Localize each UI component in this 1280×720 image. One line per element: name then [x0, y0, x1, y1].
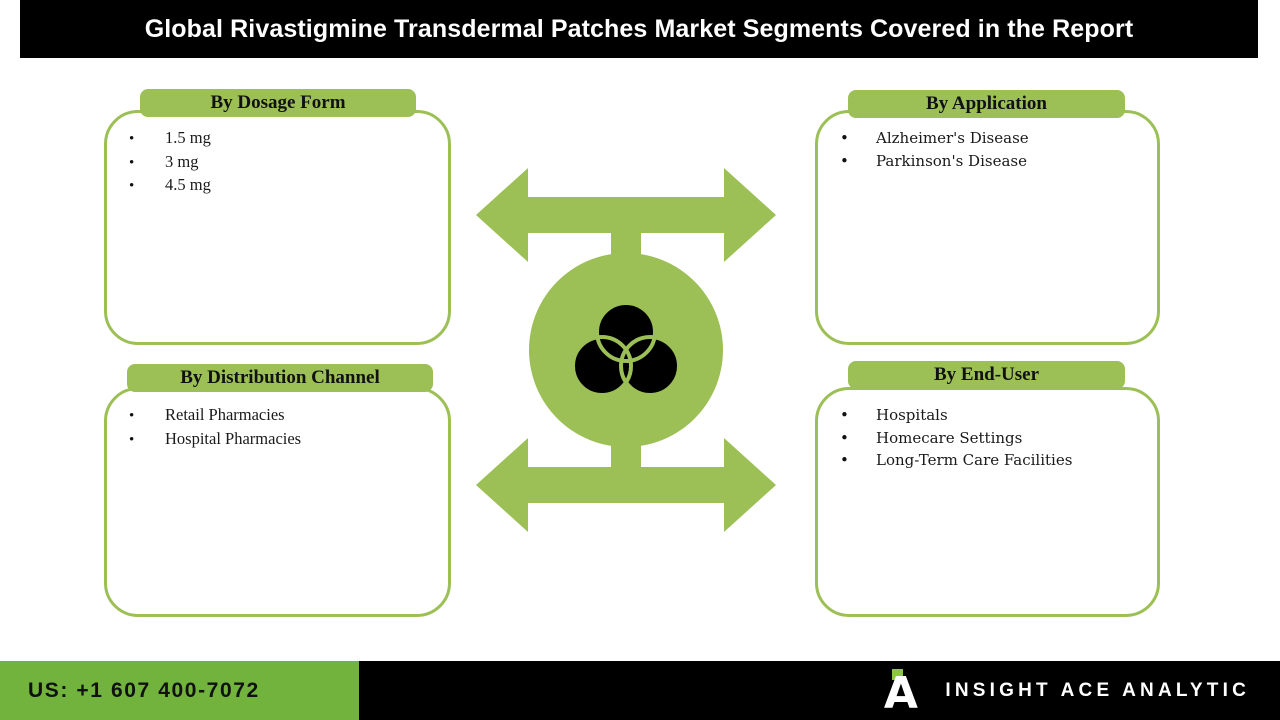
bullet-icon: • [840, 406, 849, 424]
footer-contact-bar: US: +1 607 400-7072 [0, 661, 359, 720]
panel-application: • Alzheimer's Disease • Parkinson's Dise… [815, 110, 1160, 345]
list-item-label: Hospital Pharmacies [165, 428, 302, 448]
venn-diagram-icon [476, 168, 776, 532]
bullet-icon: • [129, 408, 135, 424]
panel-title-end-user: By End-User [848, 361, 1125, 389]
list-item: • Retail Pharmacies [129, 404, 434, 428]
list-item-label: Parkinson's Disease [876, 151, 1027, 170]
brand-logo: A INSIGHT ACE ANALYTIC [879, 667, 1250, 719]
bullet-icon: • [129, 154, 135, 171]
center-graphic [466, 155, 786, 545]
list-item-label: Long-Term Care Facilities [876, 451, 1073, 469]
list-item: • Parkinson's Disease [840, 150, 1143, 173]
list-item: • Hospital Pharmacies [129, 428, 434, 452]
bullet-icon: • [129, 431, 135, 448]
list-item: • Long-Term Care Facilities [840, 449, 1143, 472]
bullet-icon: • [840, 129, 849, 147]
list-item-label: 4.5 mg [165, 175, 211, 194]
list-application: • Alzheimer's Disease • Parkinson's Dise… [840, 127, 1143, 172]
list-item: • 4.5 mg [129, 174, 434, 198]
bullet-icon: • [129, 131, 135, 147]
panel-distribution-channel: • Retail Pharmacies • Hospital Pharmacie… [104, 387, 451, 617]
list-item-label: Hospitals [876, 406, 948, 424]
list-item-label: Retail Pharmacies [165, 405, 285, 424]
list-item-label: Alzheimer's Disease [876, 129, 1029, 147]
panel-end-user: • Hospitals • Homecare Settings • Long-T… [815, 387, 1160, 617]
bullet-icon: • [840, 451, 849, 469]
footer-phone-number: US: +1 607 400-7072 [28, 678, 260, 702]
list-item: • Alzheimer's Disease [840, 127, 1143, 150]
list-item-label: 1.5 mg [165, 128, 211, 147]
list-dosage-form: • 1.5 mg • 3 mg • 4.5 mg [129, 127, 434, 198]
panel-title-dosage-form: By Dosage Form [140, 89, 416, 117]
panel-title-distribution-channel: By Distribution Channel [127, 364, 433, 392]
list-item: • 1.5 mg [129, 127, 434, 151]
list-end-user: • Hospitals • Homecare Settings • Long-T… [840, 404, 1143, 472]
panel-dosage-form: • 1.5 mg • 3 mg • 4.5 mg [104, 110, 451, 345]
brand-name: INSIGHT ACE ANALYTIC [945, 679, 1250, 701]
bullet-icon: • [129, 178, 135, 194]
list-item: • Hospitals [840, 404, 1143, 427]
logo-square-icon [892, 668, 904, 680]
bullet-icon: • [840, 428, 849, 447]
logo-letter: A [883, 667, 918, 719]
list-item-label: Homecare Settings [876, 428, 1023, 447]
list-item-label: 3 mg [165, 151, 199, 171]
logo-mark-icon: A [879, 667, 921, 719]
list-item: • 3 mg [129, 151, 434, 175]
panel-title-application: By Application [848, 90, 1125, 118]
list-distribution-channel: • Retail Pharmacies • Hospital Pharmacie… [129, 404, 434, 451]
venn-circles [571, 301, 681, 397]
list-item: • Homecare Settings [840, 427, 1143, 450]
header-bar: Global Rivastigmine Transdermal Patches … [20, 0, 1258, 58]
footer-brand-bar: A INSIGHT ACE ANALYTIC [359, 661, 1280, 720]
bullet-icon: • [840, 151, 849, 170]
page-title: Global Rivastigmine Transdermal Patches … [144, 14, 1134, 43]
